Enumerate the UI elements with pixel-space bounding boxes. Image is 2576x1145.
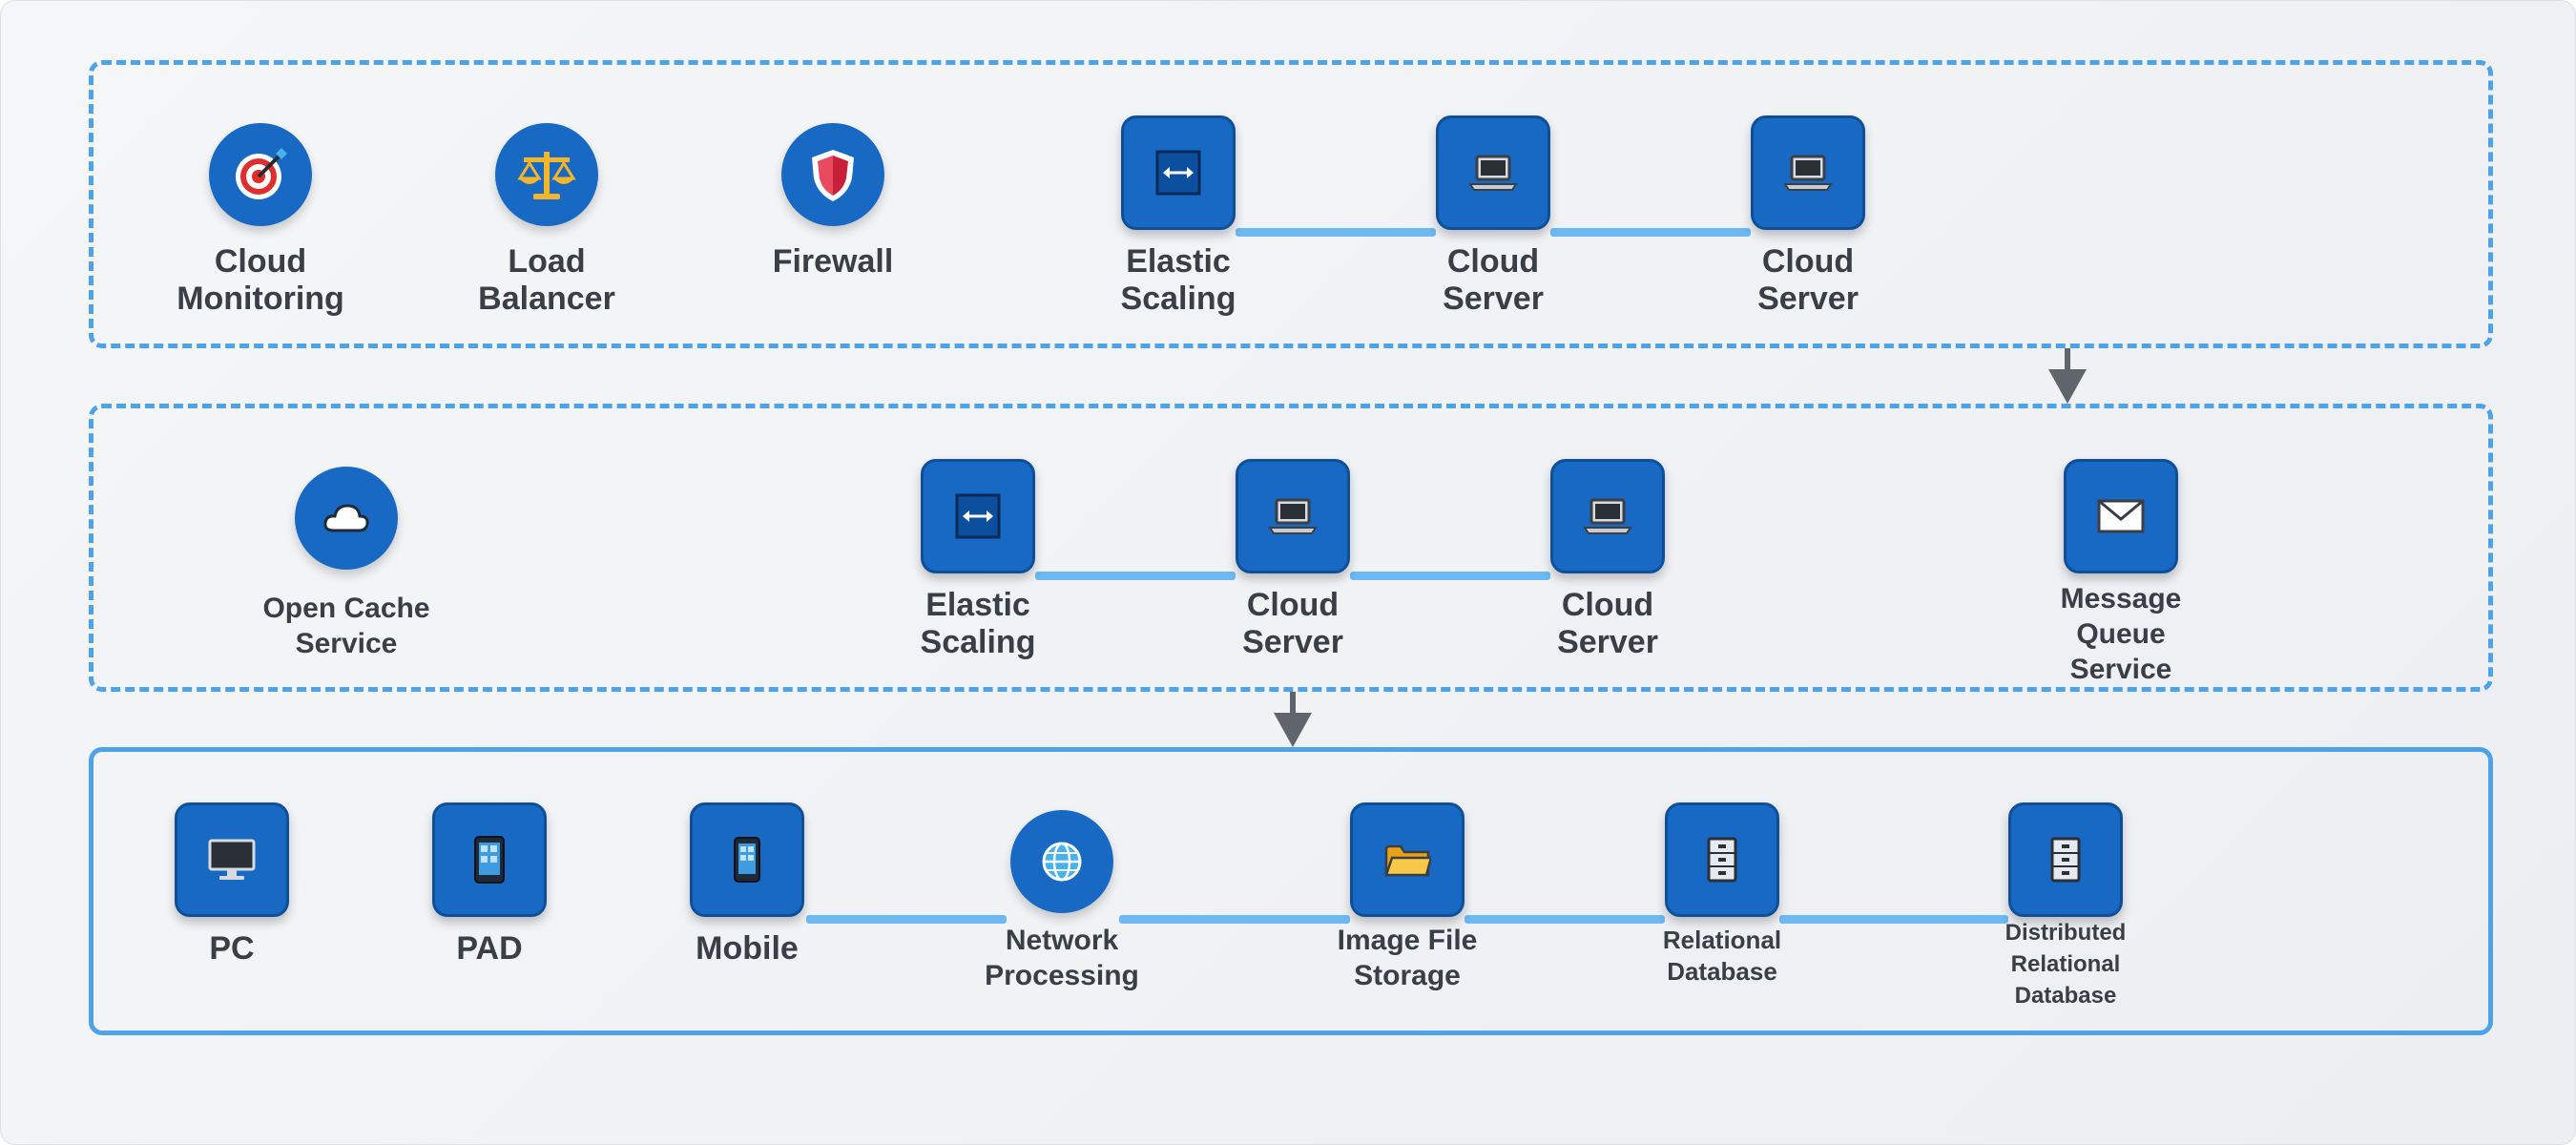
node-label: Cloud Server: [1757, 243, 1859, 317]
link-image-file-storage-to-relational-database: [1465, 915, 1665, 924]
node-label: Image File Storage: [1337, 925, 1478, 991]
laptop-icon: [1751, 115, 1865, 230]
tier-2-frame: [89, 404, 2493, 692]
link-cloud-server-to-cloud-server: [1350, 572, 1550, 580]
tablet-icon: [432, 802, 547, 917]
resize-arrows-icon: [921, 459, 1035, 573]
node-label: PAD: [456, 930, 523, 967]
laptop-icon: [1550, 459, 1665, 573]
node-label: Network Processing: [985, 925, 1139, 991]
globe-icon: [1010, 810, 1113, 913]
node-label: Open Cache Service: [262, 593, 430, 659]
link-network-processing-to-image-file-storage: [1119, 915, 1350, 924]
link-relational-database-to-distributed-relational-database: [1779, 915, 2008, 924]
scales-icon: [495, 123, 598, 226]
cloud-icon: [295, 467, 398, 570]
node-label: PC: [209, 930, 255, 967]
target-icon: [209, 123, 312, 226]
flow-arrow-down-icon: [1274, 692, 1312, 747]
resize-arrows-icon: [1121, 115, 1236, 230]
flow-arrow-down-icon: [2048, 348, 2087, 404]
link-cloud-server-to-cloud-server: [1550, 228, 1751, 237]
laptop-icon: [1436, 115, 1550, 230]
node-label: Message Queue Service: [2060, 583, 2182, 685]
mobile-phone-icon: [690, 802, 804, 917]
shield-icon: [781, 123, 884, 226]
tier-3-frame: [89, 747, 2493, 1035]
node-label: Cloud Server: [1242, 587, 1343, 660]
envelope-icon: [2064, 459, 2178, 573]
folder-icon: [1350, 802, 1465, 917]
file-cabinet-icon: [1665, 802, 1779, 917]
laptop-icon: [1236, 459, 1350, 573]
file-cabinet-icon: [2008, 802, 2123, 917]
node-label: Distributed Relational Database: [2005, 920, 2127, 1009]
node-label: Cloud Server: [1557, 587, 1658, 660]
link-mobile-to-network-processing: [806, 915, 1007, 924]
monitor-icon: [175, 802, 289, 917]
link-elastic-scaling-to-cloud-server: [1236, 228, 1436, 237]
node-label: Cloud Monitoring: [177, 243, 344, 317]
node-label: Elastic Scaling: [1120, 243, 1236, 317]
node-label: Elastic Scaling: [920, 587, 1036, 660]
node-label: Relational Database: [1662, 926, 1782, 986]
node-label: Load Balancer: [478, 243, 615, 317]
link-elastic-scaling-to-cloud-server: [1035, 572, 1236, 580]
tier-1-frame: [89, 60, 2493, 348]
node-label: Cloud Server: [1443, 243, 1544, 317]
node-label: Mobile: [696, 930, 799, 967]
node-label: Firewall: [772, 243, 894, 280]
